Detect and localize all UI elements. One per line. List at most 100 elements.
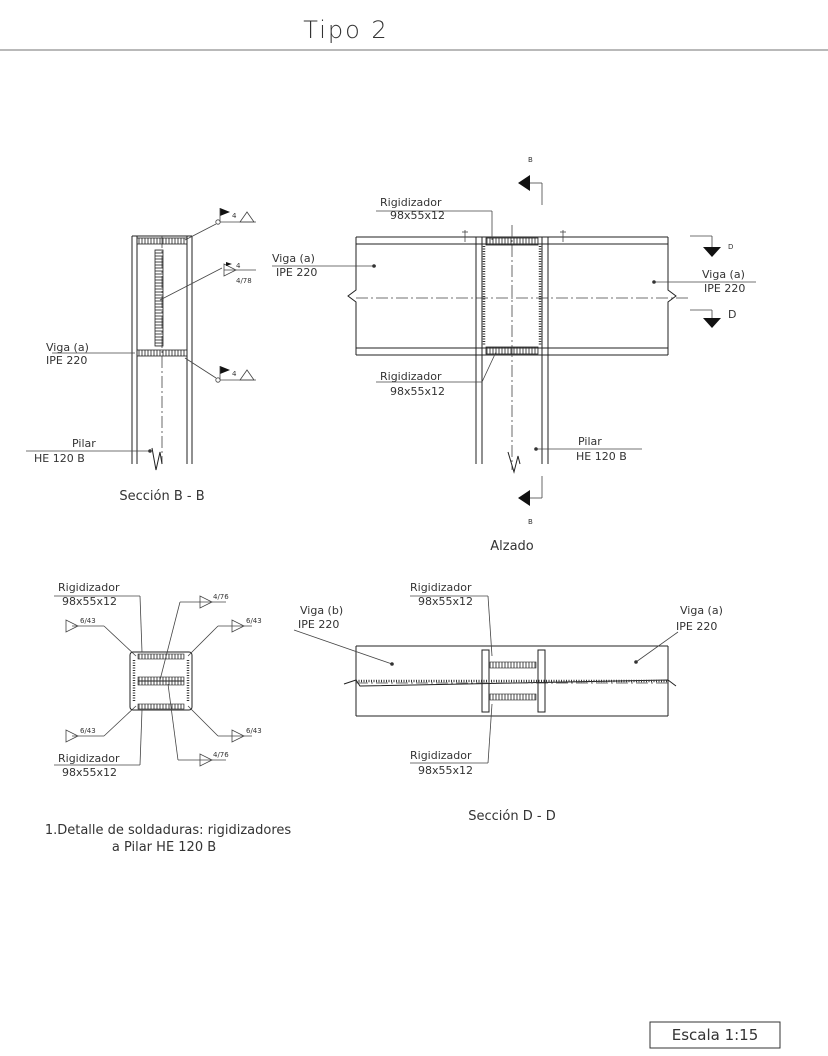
web-weld <box>154 249 164 347</box>
scale-block: Escala 1:15 <box>649 1021 781 1049</box>
beam-left-profile: IPE 220 <box>276 266 317 279</box>
weld-sym-c <box>231 619 245 633</box>
stiffener-outline <box>129 651 193 711</box>
column-break <box>507 451 521 474</box>
beam-left-leader <box>293 629 393 665</box>
break-line <box>151 447 163 471</box>
column-profile: HE 120 B <box>34 452 85 465</box>
weld-size-2: 4 <box>236 262 241 270</box>
stiffener-top <box>136 237 188 245</box>
sheet-title: Tipo 2 <box>303 16 388 44</box>
weld-b-text: 6/43 <box>80 727 96 735</box>
beam-right-dot <box>652 280 656 284</box>
column-leader-dot <box>148 449 152 453</box>
weld-sym-d <box>231 729 245 743</box>
weld-a-text: 6/43 <box>80 617 96 625</box>
weld-e-text: 4/76 <box>213 593 229 601</box>
wl-c2 <box>187 625 219 657</box>
wl-a2 <box>103 625 137 657</box>
cut-marker-d-bottom: D <box>690 308 736 328</box>
stiffener-top-dims: 98x55x12 <box>62 595 117 608</box>
weld-top <box>137 653 185 660</box>
cut-marker-b-bottom: B <box>518 476 543 526</box>
stiffener-bottom-dims: 98x55x12 <box>390 385 445 398</box>
column-name: Pilar <box>72 437 96 450</box>
stiffener-weld-top <box>489 661 537 669</box>
weld-symbol-2: 4 4/78 <box>223 262 256 285</box>
weld-sym-f <box>199 753 213 767</box>
stiffener-bottom <box>485 346 539 355</box>
beam-left-name: Viga (b) <box>300 604 343 617</box>
beam-left-dot <box>390 662 394 666</box>
stiffener-top-leader-v <box>139 595 143 653</box>
beam-right-profile: IPE 220 <box>676 620 717 633</box>
caption-alzado: Alzado <box>490 539 534 554</box>
cut-d-label-bottom: D <box>728 308 736 321</box>
column-dot <box>534 447 538 451</box>
beam-left-dot <box>372 264 376 268</box>
cut-marker-d-top: D <box>690 235 733 257</box>
wl-b2 <box>103 705 137 737</box>
stiffener-bottom-name: Rigidizador <box>380 370 442 383</box>
flange-right <box>537 649 546 713</box>
weld-sym-e <box>199 595 213 609</box>
beam-left-name: Viga (a) <box>272 252 315 265</box>
cut-d-label-top: D <box>728 243 733 251</box>
beam-break-right <box>667 237 677 355</box>
beam-left-profile: IPE 220 <box>298 618 339 631</box>
weld-bottom <box>137 703 185 710</box>
weld-d-text: 6/43 <box>246 727 262 735</box>
caption-seccion-bb: Sección B - B <box>119 489 204 504</box>
stiffener-bottom-name: Rigidizador <box>410 749 472 762</box>
stiffener-weld-bottom <box>489 693 537 701</box>
weld-symbol-3: 4 <box>215 366 256 383</box>
weld-leader-2 <box>159 267 223 301</box>
weld-size-2b: 4/78 <box>236 277 252 285</box>
weld-sym-b <box>65 729 79 743</box>
beam-right-dot <box>634 660 638 664</box>
web-break-line <box>343 679 677 687</box>
stiffener-bottom <box>136 349 188 357</box>
stiffener-top-dims: 98x55x12 <box>390 209 445 222</box>
wl-e2 <box>159 601 181 681</box>
view-seccion-bb: 4 4 4/78 4 Viga (a) IPE 220 Pilar HE 120… <box>26 208 256 504</box>
weld-leader-1 <box>184 223 217 241</box>
stiffener-bottom-leader-v <box>487 703 493 764</box>
beam-right-name: Viga (a) <box>702 268 745 281</box>
column-name: Pilar <box>578 435 602 448</box>
stiffener-bottom-dims: 98x55x12 <box>62 766 117 779</box>
stiffener-top-name: Rigidizador <box>58 581 120 594</box>
weld-c-text: 6/43 <box>246 617 262 625</box>
stiffener-bottom-dims: 98x55x12 <box>418 764 473 777</box>
wl-f2 <box>167 683 179 761</box>
weld-size-1: 4 <box>232 212 237 220</box>
weld-middle <box>137 676 185 686</box>
beam-name: Viga (a) <box>46 341 89 354</box>
view-detalle: 6/43 6/43 6/43 6/43 4/76 4/76 Rigidizado… <box>45 581 292 855</box>
stiffener-top-name: Rigidizador <box>410 581 472 594</box>
stiffener-top-leader-v <box>487 595 493 657</box>
stiffener-top-dims: 98x55x12 <box>418 595 473 608</box>
view-alzado: B B D D Rigidizador 98x55x12 Rigidizador <box>272 156 756 554</box>
stiffener-top <box>485 237 539 246</box>
beam-break-left <box>347 237 357 355</box>
caption-detalle-line2: a Pilar HE 120 B <box>112 840 216 855</box>
stiffener-bottom-leader-v <box>139 709 143 766</box>
stiffener-top-name: Rigidizador <box>380 196 442 209</box>
weld-f-text: 4/76 <box>213 751 229 759</box>
caption-detalle-line1: 1.Detalle de soldaduras: rigidizadores <box>45 823 292 838</box>
weld-sym-a <box>65 619 79 633</box>
view-seccion-dd: Rigidizador 98x55x12 Rigidizador 98x55x1… <box>293 581 723 824</box>
flange-left <box>481 649 490 713</box>
weld-leader-3 <box>184 357 217 379</box>
wl-d2 <box>187 705 219 737</box>
beam-profile: IPE 220 <box>46 354 87 367</box>
scale-frame <box>649 1021 781 1049</box>
cut-b-label-top: B <box>528 156 533 164</box>
cut-marker-b-top: B <box>518 156 543 205</box>
weld-symbol-1: 4 <box>215 208 256 225</box>
caption-seccion-dd: Sección D - D <box>468 809 555 824</box>
stiffener-bottom-leader-v <box>481 351 497 383</box>
weld-size-3: 4 <box>232 370 237 378</box>
